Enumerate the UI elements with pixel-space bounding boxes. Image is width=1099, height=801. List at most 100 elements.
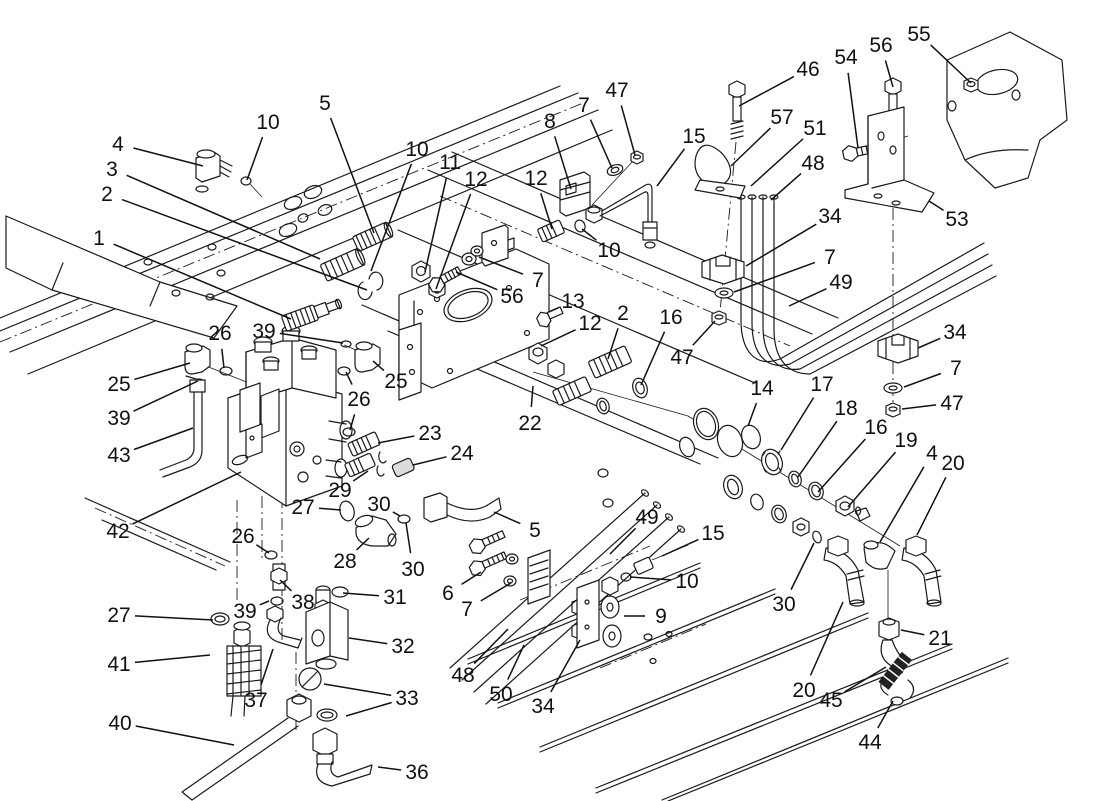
callout-28: 28 (333, 537, 370, 573)
leader-line-10 (370, 163, 413, 272)
leader-line-20 (809, 601, 844, 676)
callout-44: 44 (858, 700, 894, 754)
part-number-27: 27 (107, 604, 130, 627)
part-number-7: 7 (461, 598, 473, 621)
callout-39: 39 (107, 380, 199, 430)
part-number-20: 20 (941, 452, 964, 475)
o-ring-39-right (341, 341, 351, 347)
callout-30: 30 (367, 493, 401, 517)
leader-line-49 (788, 288, 827, 307)
part-number-13: 13 (561, 290, 584, 313)
leader-line-49 (609, 527, 637, 555)
part-number-39: 39 (252, 320, 275, 343)
callout-3: 3 (106, 158, 321, 260)
fitting-29 (344, 453, 375, 477)
o-ring-26-right (338, 367, 350, 375)
callout-31: 31 (342, 586, 407, 609)
callout-36: 36 (377, 761, 429, 784)
leader-line-27 (318, 507, 342, 511)
bracket-55 (947, 32, 1067, 188)
part-number-25: 25 (384, 370, 407, 393)
callout-4: 4 (879, 442, 938, 543)
valve-32 (306, 586, 348, 669)
callout-54: 54 (834, 46, 859, 149)
part-number-26: 26 (231, 525, 254, 548)
leader-line-20 (916, 476, 947, 536)
part-number-8: 8 (544, 110, 556, 133)
leader-line-54 (847, 72, 859, 149)
callout-12: 12 (435, 168, 488, 290)
plug-24 (391, 457, 415, 477)
callout-34: 34 (917, 321, 967, 349)
hose-20-left (824, 536, 864, 606)
part-number-32: 32 (391, 635, 414, 658)
callout-8: 8 (544, 110, 572, 190)
callout-26: 26 (231, 525, 270, 554)
manifold-block (228, 326, 352, 506)
leader-line-33 (323, 683, 392, 697)
leader-line-53 (928, 200, 944, 211)
leader-line-4 (133, 147, 204, 167)
o-ring-26-lower (343, 428, 355, 436)
part-number-28: 28 (333, 550, 356, 573)
leader-line-30 (405, 522, 412, 554)
leader-line-48 (473, 628, 509, 665)
part-number-29: 29 (328, 479, 351, 502)
callout-19: 19 (847, 429, 918, 508)
leader-line-7 (480, 582, 512, 602)
part-number-54: 54 (834, 46, 858, 69)
part-number-37: 37 (244, 689, 267, 712)
leader-line-50 (507, 644, 525, 680)
leader-line-1 (113, 243, 292, 320)
callout-56: 56 (869, 34, 894, 88)
cartridge-valve-5 (352, 221, 394, 251)
part-number-34: 34 (943, 321, 967, 344)
callout-21: 21 (900, 627, 952, 650)
clamp-bracket-34-bottom (528, 545, 688, 648)
part-number-2: 2 (101, 183, 113, 206)
leader-line-30 (392, 511, 401, 517)
part-number-9: 9 (655, 605, 667, 628)
callout-7: 7 (733, 246, 836, 293)
callout-39: 39 (252, 320, 344, 344)
callout-26: 26 (345, 371, 371, 431)
leader-line-21 (900, 629, 925, 636)
callout-10: 10 (581, 228, 621, 262)
leader-line-56 (455, 271, 498, 291)
part-number-30: 30 (772, 593, 795, 616)
part-number-53: 53 (945, 208, 968, 231)
part-number-30: 30 (401, 558, 424, 581)
callout-7: 7 (903, 357, 962, 388)
part-number-17: 17 (810, 373, 833, 396)
leader-line-26 (221, 348, 225, 369)
leader-line-26 (345, 371, 353, 385)
callout-9: 9 (624, 605, 667, 628)
callout-41: 41 (107, 653, 211, 676)
leader-line-39 (279, 332, 344, 344)
part-number-4: 4 (926, 442, 938, 465)
callout-10: 10 (246, 111, 280, 181)
leader-line-10 (581, 228, 597, 241)
part-number-3: 3 (106, 158, 118, 181)
part-number-43: 43 (107, 444, 130, 467)
callout-16: 16 (817, 416, 888, 493)
callout-27: 27 (107, 604, 214, 627)
part-number-11: 11 (439, 151, 461, 174)
leader-line-34 (917, 337, 941, 349)
nut-55 (964, 78, 978, 92)
leader-line-56 (884, 60, 894, 88)
part-number-10: 10 (405, 138, 428, 161)
o-ring-26-left (220, 367, 232, 375)
part-number-1: 1 (93, 227, 105, 250)
hose-20-right (902, 536, 941, 606)
part-number-47: 47 (605, 79, 628, 102)
part-number-34: 34 (531, 695, 555, 718)
part-number-40: 40 (108, 712, 131, 735)
part-number-39: 39 (107, 407, 130, 430)
callout-39: 39 (233, 600, 270, 623)
part-number-14: 14 (750, 377, 774, 400)
callout-38: 38 (279, 579, 315, 614)
leader-line-34 (550, 639, 581, 693)
elbow-25-right (355, 342, 380, 372)
